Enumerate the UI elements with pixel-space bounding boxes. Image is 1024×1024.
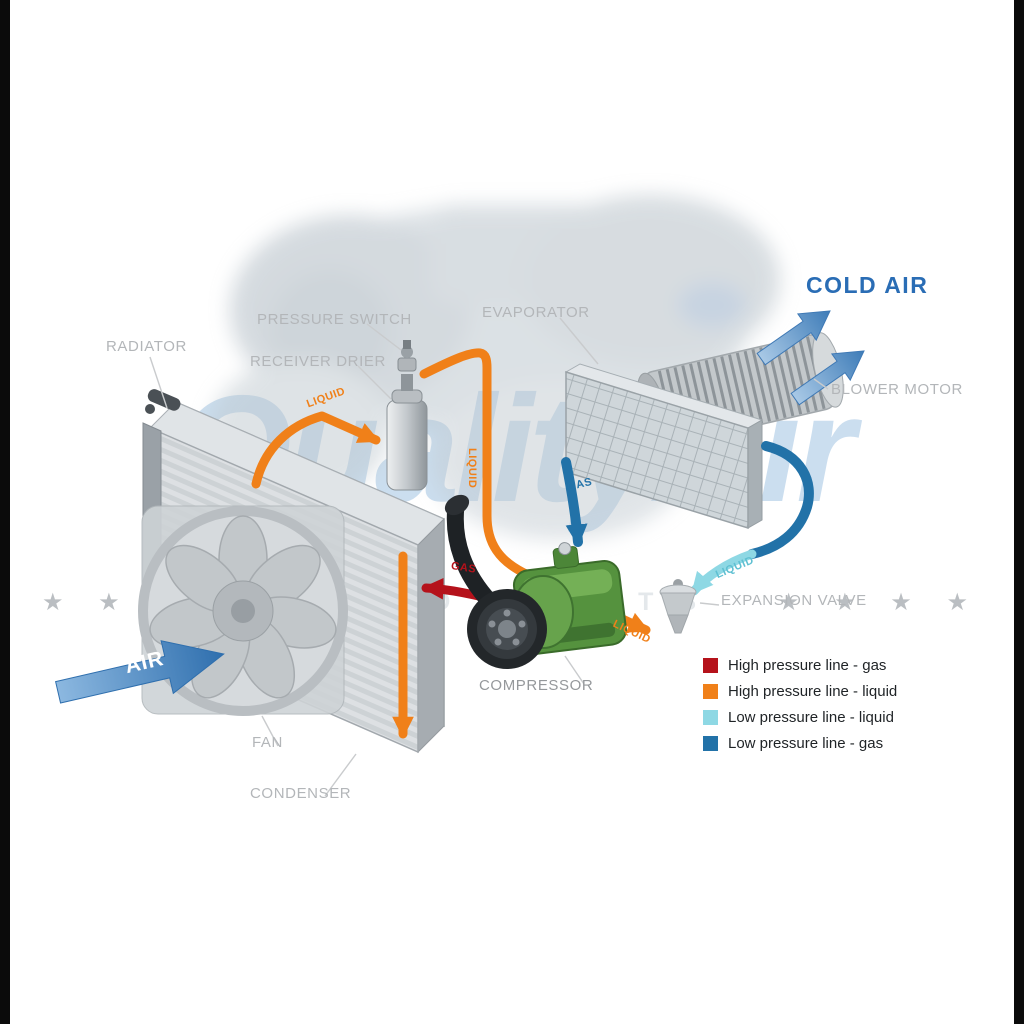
legend-label: Low pressure line - gas <box>728 734 884 752</box>
label-blower-motor: BLOWER MOTOR <box>831 381 963 398</box>
label-leaders <box>149 317 829 797</box>
legend-item: High pressure line - liquid <box>703 678 897 704</box>
legend-label: High pressure line - gas <box>728 656 887 674</box>
drive-belt <box>446 497 499 611</box>
label-receiver-drier: RECEIVER DRIER <box>250 353 386 370</box>
legend: High pressure line - gas High pressure l… <box>703 652 897 756</box>
label-fan: FAN <box>252 734 283 751</box>
air-arrow <box>54 640 225 704</box>
legend-swatch-low-liquid <box>703 709 718 725</box>
legend-label: High pressure line - liquid <box>728 682 898 700</box>
flow-label-liquid-vertical: LIQUID <box>466 448 478 489</box>
label-evaporator: EVAPORATOR <box>482 304 590 321</box>
legend-item: Low pressure line - gas <box>703 730 897 756</box>
label-compressor: COMPRESSOR <box>479 677 594 694</box>
low-pressure-gas-line-right <box>747 441 814 559</box>
label-condenser: CONDENSER <box>250 785 352 802</box>
low-pressure-liquid-line <box>689 549 757 596</box>
expansion-valve <box>659 579 697 634</box>
pressure-switch <box>397 340 417 372</box>
legend-swatch-high-gas <box>703 657 718 673</box>
right-black-bar <box>1014 0 1024 1024</box>
legend-swatch-low-gas <box>703 735 718 751</box>
left-black-bar <box>0 0 10 1024</box>
label-cold-air: COLD AIR <box>806 272 929 298</box>
receiver-drier <box>386 340 428 491</box>
compressor <box>444 494 627 669</box>
high-pressure-liquid-line-to-valve <box>419 348 651 635</box>
cold-air-arrows <box>756 310 865 406</box>
label-expansion-valve: EXPANSION VALVE <box>721 592 867 609</box>
label-pressure-switch: PRESSURE SWITCH <box>257 311 412 328</box>
compressor-pulley <box>467 589 547 669</box>
legend-label: Low pressure line - liquid <box>728 708 894 726</box>
legend-item: High pressure line - gas <box>703 652 897 678</box>
evaporator <box>564 363 764 530</box>
high-pressure-liquid-line-to-drier <box>251 411 381 489</box>
stars-right: ★ ★ ★ ★ <box>777 589 982 616</box>
label-radiator: RADIATOR <box>106 338 187 355</box>
low-pressure-gas-line-to-compressor <box>561 457 588 547</box>
legend-item: Low pressure line - liquid <box>703 704 897 730</box>
legend-swatch-high-liquid <box>703 683 718 699</box>
